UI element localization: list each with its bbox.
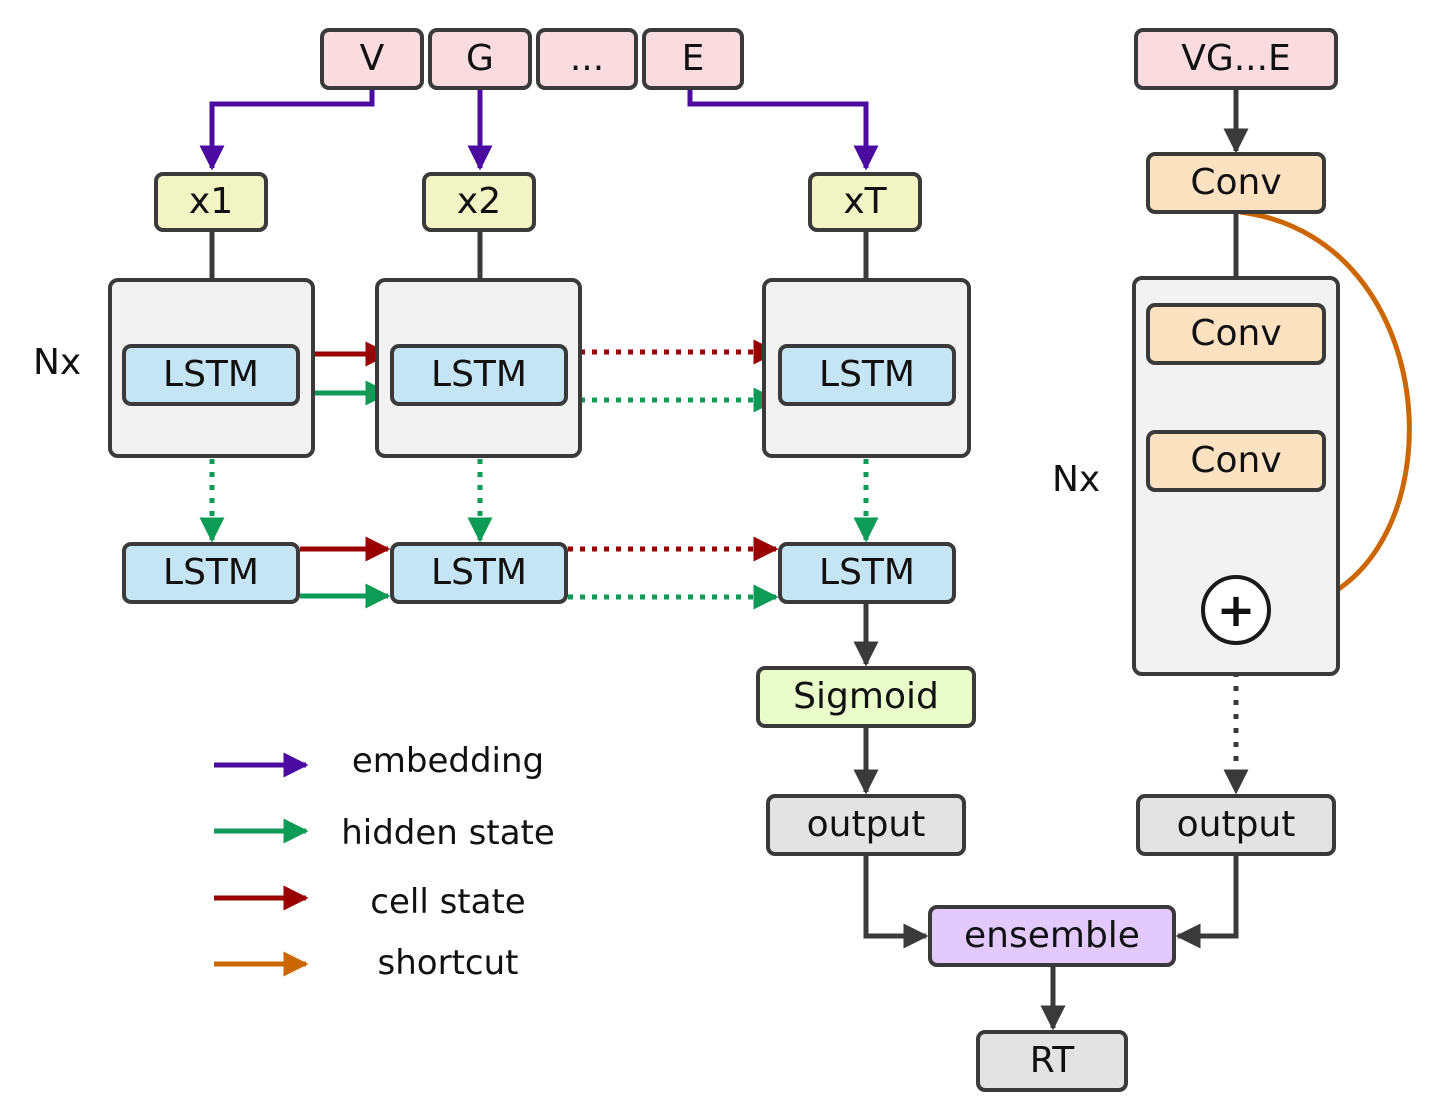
input-xt: xT <box>808 172 922 232</box>
lstm-cell-1-2: LSTM <box>390 344 568 406</box>
token-g: G <box>428 28 532 90</box>
ensemble-box: ensemble <box>928 905 1176 967</box>
lstm-cell-1-t: LSTM <box>778 344 956 406</box>
lstm-cell-2-t: LSTM <box>778 542 956 604</box>
input-x1: x1 <box>154 172 268 232</box>
nx-label-lstm: Nx <box>33 342 82 383</box>
conv-box-0: Conv <box>1146 152 1326 214</box>
residual-add-node: + <box>1201 575 1271 645</box>
token-v: V <box>320 28 424 90</box>
embedding-arrow-v <box>199 88 375 171</box>
lstm-cell-1-1: LSTM <box>122 344 300 406</box>
conv-box-2: Conv <box>1146 430 1326 492</box>
legend-label-shortcut: shortcut <box>377 943 519 983</box>
sequence-box: VG...E <box>1134 28 1338 90</box>
shortcut-arrow <box>1239 209 1412 623</box>
legend-label-embedding: embedding <box>351 741 545 781</box>
flow-arrow-output-ensemble-right <box>1175 854 1239 949</box>
conv-box-1: Conv <box>1146 303 1326 365</box>
output-box-lstm: output <box>766 794 966 856</box>
legend-label-cell-state: cell state <box>370 882 526 922</box>
nx-label-conv: Nx <box>1052 459 1101 500</box>
embedding-arrow-e <box>687 88 879 171</box>
token-e: E <box>642 28 744 90</box>
flow-arrow-output-ensemble-left <box>863 854 929 949</box>
lstm-cell-2-1: LSTM <box>122 542 300 604</box>
lstm-cell-2-2: LSTM <box>390 542 568 604</box>
token-ellipsis: ... <box>536 28 638 90</box>
sigmoid-box: Sigmoid <box>756 666 976 728</box>
result-box: RT <box>976 1030 1128 1092</box>
output-box-conv: output <box>1136 794 1336 856</box>
legend-label-hidden-state: hidden state <box>341 813 555 853</box>
input-x2: x2 <box>422 172 536 232</box>
